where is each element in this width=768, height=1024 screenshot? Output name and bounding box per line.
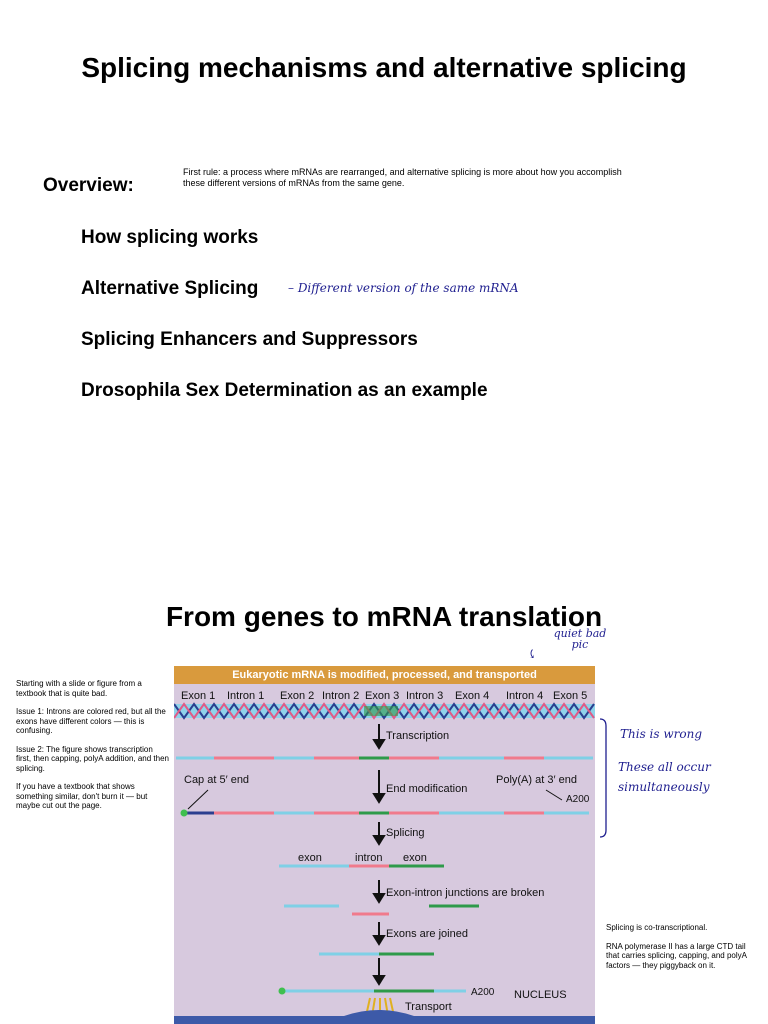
left-note: Starting with a slide or figure from a t… xyxy=(16,679,142,698)
label-intron-3: Intron 3 xyxy=(406,690,444,702)
left-notes: Starting with a slide or figure from a t… xyxy=(16,679,170,820)
cap-dot xyxy=(180,809,188,817)
right-notes: Splicing is co-transcriptional. RNA poly… xyxy=(606,923,758,979)
cap-label: Cap at 5′ end xyxy=(184,774,250,786)
dna-strand-1 xyxy=(174,702,595,720)
handwritten-top-note: quiet bad pic xyxy=(553,627,607,651)
a200-bottom-label: A200 xyxy=(471,987,495,998)
step-exons-joined: Exons are joined xyxy=(386,928,468,940)
topic-enhancers-suppressors: Splicing Enhancers and Suppressors xyxy=(81,329,418,350)
left-note: If you have a textbook that shows someth… xyxy=(16,782,148,810)
right-note: RNA polymerase II has a large CTD tail t… xyxy=(606,941,747,970)
label-exon-5: Exon 5 xyxy=(553,690,588,702)
polya-label: Poly(A) at 3′ end xyxy=(496,774,577,786)
label-intron-4: Intron 4 xyxy=(506,690,544,702)
step-transcription: Transcription xyxy=(386,730,450,742)
dna-strand-2 xyxy=(174,702,595,720)
topic-how-splicing-works: How splicing works xyxy=(81,227,259,248)
topic-alternative-splicing: Alternative Splicing xyxy=(81,278,259,299)
overview-label: Overview: xyxy=(43,175,134,196)
transport-label: Transport xyxy=(405,1001,452,1013)
step-end-modification: End modification xyxy=(386,783,468,795)
nuclear-envelope xyxy=(174,1010,595,1024)
polya-pointer xyxy=(545,789,563,801)
label-exon-4: Exon 4 xyxy=(455,690,490,702)
figure-title: Eukaryotic mRNA is modified, processed, … xyxy=(174,666,595,684)
cap-pointer xyxy=(187,789,209,810)
label-exon-1: Exon 1 xyxy=(181,690,216,702)
exon-label-2: exon xyxy=(403,852,427,864)
left-note: Issue 1: Introns are colored red, but al… xyxy=(16,707,166,735)
figure-drawing xyxy=(174,702,595,1024)
label-exon-3: Exon 3 xyxy=(365,690,400,702)
junctions-broken xyxy=(284,904,479,916)
mrna-processing-figure: Eukaryotic mRNA is modified, processed, … xyxy=(174,666,595,1024)
handwritten-bracket xyxy=(599,718,607,838)
intron-label: intron xyxy=(355,852,383,864)
handwritten-this-is-wrong: This is wrong xyxy=(620,727,702,741)
label-intron-1: Intron 1 xyxy=(227,690,265,702)
dna-exon3-highlight xyxy=(364,706,398,716)
slide1-title: Splicing mechanisms and alternative spli… xyxy=(81,52,687,83)
topic-drosophila: Drosophila Sex Determination as an examp… xyxy=(81,380,488,401)
exon-label: exon xyxy=(298,852,322,864)
nucleus-label: NUCLEUS xyxy=(514,989,567,1001)
mature-cap-dot xyxy=(278,987,286,995)
overview-note: First rule: a process where mRNAs are re… xyxy=(183,167,622,188)
step-arrows xyxy=(372,724,386,986)
slide2-title: From genes to mRNA translation xyxy=(165,601,603,632)
left-note: Issue 2: The figure shows transcription … xyxy=(16,744,169,773)
step-junctions-broken: Exon-intron junctions are broken xyxy=(386,887,545,899)
label-intron-2: Intron 2 xyxy=(322,690,360,702)
a200-label: A200 xyxy=(566,794,590,805)
handwritten-annotation: – Different version of the same mRNA xyxy=(288,281,519,295)
handwritten-simultaneous: These all occur simultaneously xyxy=(618,760,711,794)
right-note: Splicing is co-transcriptional. xyxy=(606,923,708,932)
step-splicing: Splicing xyxy=(386,827,425,839)
handwritten-arrow: ⤹ xyxy=(527,647,538,661)
label-exon-2: Exon 2 xyxy=(280,690,315,702)
